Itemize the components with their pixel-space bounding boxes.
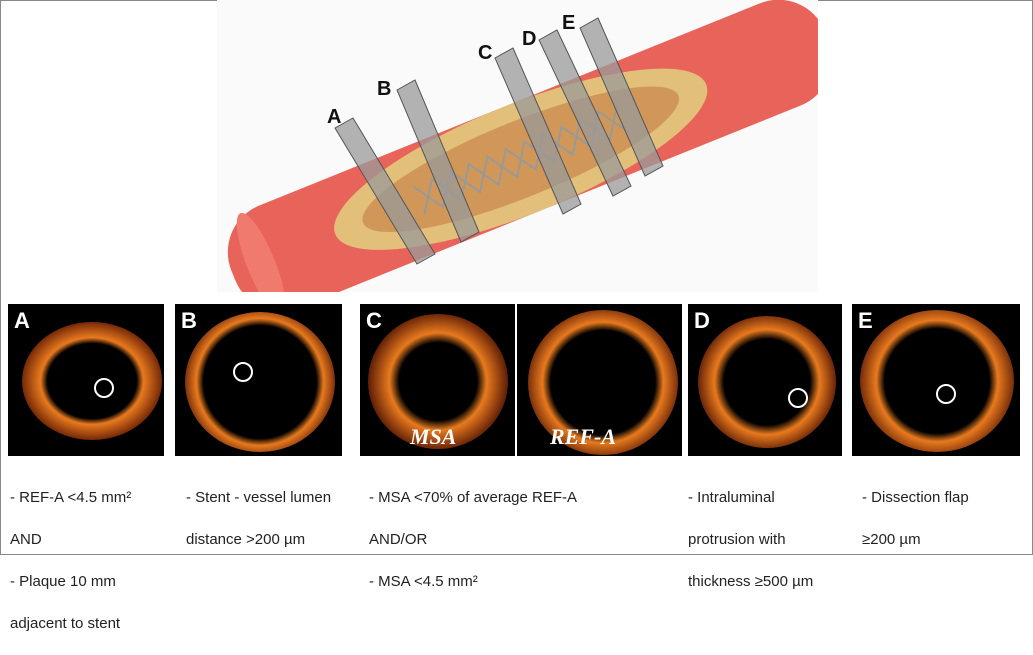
plane-a (334, 117, 436, 265)
panel-label: D (694, 308, 710, 333)
panel-label: C (366, 308, 382, 333)
ref-a-label: REF-A (550, 424, 617, 449)
caption-line: AND (10, 531, 42, 548)
plane-b (396, 79, 480, 243)
oct-ring-msa (368, 314, 508, 449)
panel-label: A (14, 308, 30, 333)
oct-panel-b: B (175, 304, 342, 456)
catheter-icon (94, 378, 114, 398)
catheter-icon (788, 388, 808, 408)
oct-ring (698, 316, 836, 448)
oct-panel-e: E (852, 304, 1020, 456)
plane-label-c: C (478, 42, 493, 64)
caption-line: - MSA <4.5 mm² (369, 573, 478, 590)
caption-line: distance >200 µm (186, 531, 306, 548)
catheter-icon (233, 362, 253, 382)
plane-label-b: B (377, 78, 392, 100)
caption-line: AND/OR (369, 531, 428, 548)
vessel-end (236, 212, 286, 316)
oct-ring (185, 312, 335, 452)
oct-ring (860, 310, 1014, 452)
section-planes (334, 17, 664, 265)
caption-line: ≥200 µm (862, 531, 921, 548)
panel-label: B (181, 308, 197, 333)
caption-line: - Plaque 10 mm (10, 573, 116, 590)
plane-c (494, 47, 582, 215)
plane-d (538, 29, 632, 197)
oct-ring-ref (528, 310, 678, 455)
vessel-illustration: A B C D E (217, 0, 833, 316)
caption-e: - Dissection flap ≥200 µm (862, 466, 969, 571)
caption-line: protrusion with (688, 531, 786, 548)
plane-label-d: D (522, 28, 537, 50)
vessel-svg (227, 0, 833, 316)
panel-label: E (858, 308, 873, 333)
plane-label-e: E (562, 12, 576, 34)
plane-e (579, 17, 664, 177)
caption-a: - REF-A <4.5 mm² AND - Plaque 10 mm adja… (10, 466, 131, 655)
catheter-icon (936, 384, 956, 404)
msa-label: MSA (410, 424, 457, 449)
caption-line: - Dissection flap (862, 489, 969, 506)
caption-line: adjacent to stent (10, 615, 121, 632)
caption-b: - Stent - vessel lumen distance >200 µm (186, 466, 331, 571)
divider (515, 304, 517, 456)
caption-line: - Intraluminal (688, 489, 775, 506)
oct-panel-d: D (688, 304, 842, 456)
caption-line: - Stent - vessel lumen (186, 489, 332, 506)
oct-panel-a: A (8, 304, 164, 456)
oct-panel-c: C MSA REF-A (360, 304, 682, 456)
caption-d: - Intraluminal protrusion with thickness… (688, 466, 813, 613)
oct-ring (22, 322, 162, 440)
caption-line: - MSA <70% of average REF-A (369, 489, 578, 506)
caption-line: - REF-A <4.5 mm² (10, 489, 132, 506)
caption-line: thickness ≥500 µm (688, 573, 814, 590)
caption-c: - MSA <70% of average REF-A AND/OR - MSA… (369, 466, 577, 613)
plane-label-a: A (327, 106, 342, 128)
